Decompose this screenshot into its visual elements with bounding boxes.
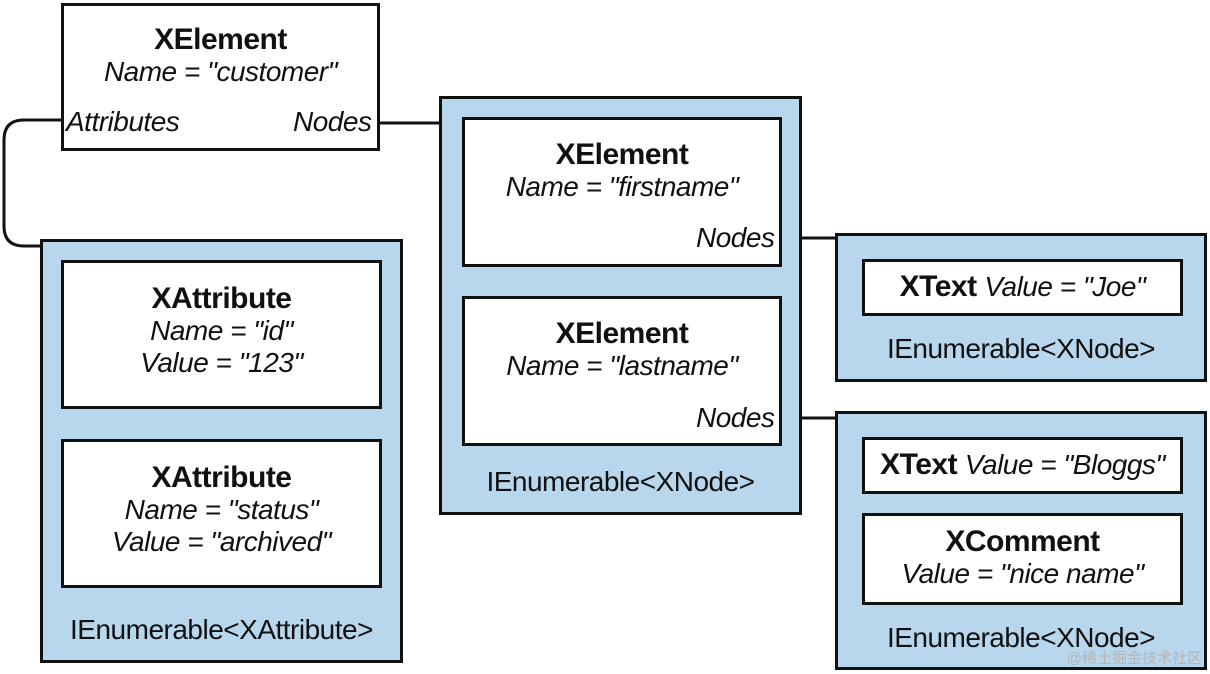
root-element-title: XElement [154,23,287,56]
attribute-id-box: XAttribute Name = "id" Value = "123" [61,260,382,409]
attributes-connector [2,118,62,248]
attribute-id-name: Name = "id" [150,315,293,346]
lastname-nodes-port: Nodes [696,402,775,433]
firstname-nodes-port: Nodes [696,222,775,253]
xtext-joe-value: Value = "Joe" [984,271,1146,302]
xcomment-value: Value = "nice name" [901,558,1144,589]
root-element-box: XElement Name = "customer" [61,3,380,151]
firstname-element-box: XElement Name = "firstname" [462,117,782,267]
attribute-id-title: XAttribute [151,282,293,315]
xtext-bloggs-title: XText [880,448,958,481]
attribute-status-value: Value = "archived" [111,526,332,557]
attributes-panel-caption: IEnumerable<XAttribute> [70,614,373,645]
xtext-bloggs-box: XText Value = "Bloggs" [862,437,1183,494]
watermark: @稀土掘金技术社区 [1066,650,1202,667]
xtext-joe-box: XText Value = "Joe" [862,259,1183,316]
firstname-element-name: Name = "firstname" [505,171,739,202]
root-element-name: Name = "customer" [103,56,338,87]
xcomment-title: XComment [945,525,1100,558]
lastname-element-name: Name = "lastname" [506,350,738,381]
firstname-element-title: XElement [555,138,689,171]
lastname-element-title: XElement [555,317,689,350]
xtext-joe-title: XText [899,270,977,303]
attribute-id-value: Value = "123" [140,347,303,378]
root-nodes-port: Nodes [293,106,372,137]
lastname-nodes-caption: IEnumerable<XNode> [886,622,1156,653]
root-attributes-port: Attributes [66,106,180,137]
xtext-bloggs-value: Value = "Bloggs" [964,449,1165,480]
attribute-status-box: XAttribute Name = "status" Value = "arch… [61,439,382,588]
firstname-nodes-caption: IEnumerable<XNode> [886,333,1156,364]
attribute-status-title: XAttribute [151,461,293,494]
attribute-status-name: Name = "status" [124,494,319,525]
nodes-panel-caption: IEnumerable<XNode> [486,466,755,497]
lastname-element-box: XElement Name = "lastname" [462,296,782,446]
xcomment-box: XComment Value = "nice name" [862,513,1183,605]
